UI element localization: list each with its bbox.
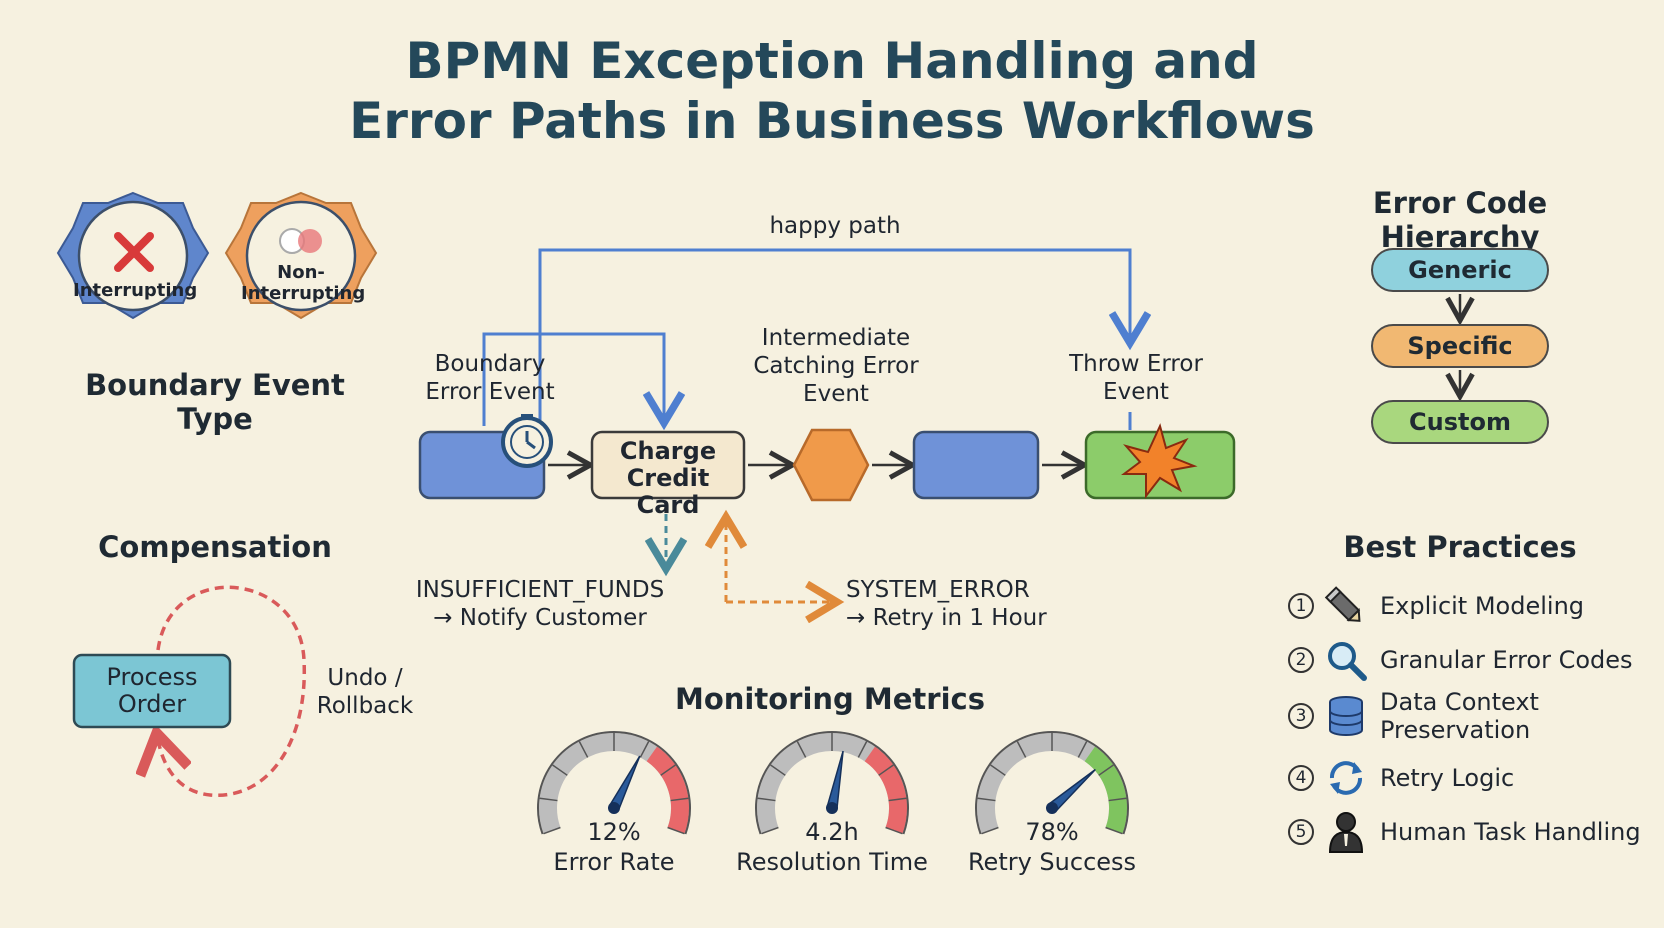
gauge-value-resolution-time: 4.2h — [805, 818, 859, 846]
gauge-tick — [981, 826, 999, 835]
gauge-tick — [990, 764, 1006, 776]
throw-error-label: Throw Error Event — [1069, 351, 1203, 405]
gauge-tick — [578, 741, 589, 758]
gauge-tick — [757, 797, 776, 802]
gauge-outline — [537, 731, 691, 835]
gauge-needle — [826, 750, 844, 810]
best-practice-item: 5 Human Task Handling — [1288, 810, 1641, 854]
step-number: 1 — [1288, 593, 1314, 619]
gauges-group — [537, 731, 1129, 835]
gauge-tick — [639, 741, 650, 758]
compensation-heading: Compensation — [98, 530, 332, 564]
boundary-flow-arrow — [482, 332, 664, 426]
hierarchy-heading: Error Code Hierarchy — [1372, 186, 1548, 254]
gauge-hub — [826, 802, 838, 814]
best-practice-item: 1 Explicit Modeling — [1288, 584, 1584, 628]
database-icon — [1329, 696, 1363, 736]
next-task — [912, 430, 1040, 500]
overlapping-circles-icon — [279, 228, 322, 254]
best-practice-text: Granular Error Codes — [1380, 646, 1633, 674]
gauge-tick — [1098, 764, 1114, 776]
best-practice-item: 2 Granular Error Codes — [1288, 638, 1633, 682]
gauge-tick — [1108, 797, 1127, 802]
non-interrupting-label: Non- Interrupting — [241, 262, 366, 304]
gauge-hub — [1046, 802, 1058, 814]
undo-rollback-label: Undo / Rollback — [316, 665, 414, 719]
compensation-loop-arrow — [158, 585, 306, 797]
charge-credit-card-task — [590, 430, 746, 500]
gauge-outline — [755, 731, 909, 835]
gauge — [537, 731, 691, 835]
gauge-label-error-rate: Error Rate — [553, 848, 675, 876]
gauge-accent — [1084, 746, 1127, 834]
gauge-accent — [864, 746, 907, 834]
hierarchy-generic: Generic — [1371, 248, 1549, 292]
gauge-tick — [885, 826, 903, 835]
gauge-tick — [543, 826, 561, 835]
person-icon — [1328, 812, 1364, 853]
retry-icon — [1330, 761, 1362, 795]
gauge-tick — [1016, 741, 1027, 758]
hierarchy-custom: Custom — [1371, 400, 1549, 444]
gauge-value-retry-success: 78% — [1025, 818, 1079, 846]
gauge-value-error-rate: 12% — [587, 818, 641, 846]
gauge-tick — [761, 826, 779, 835]
boundary-type-heading: Boundary Event Type — [85, 368, 345, 436]
gauge — [975, 731, 1129, 835]
step-number: 3 — [1288, 703, 1314, 729]
process-order-task — [72, 653, 232, 729]
gauge-label-retry-success: Retry Success — [967, 848, 1137, 876]
gauge-tick — [770, 764, 786, 776]
gauge-label-resolution-time: Resolution Time — [736, 848, 928, 876]
title-line-1: BPMN Exception Handling and — [405, 32, 1259, 90]
happy-path-label: happy path — [769, 213, 901, 239]
intermediate-catching-event — [792, 428, 870, 502]
gauge-tick — [857, 741, 868, 758]
x-mark-icon — [114, 232, 154, 272]
gauge-tick — [888, 797, 907, 802]
gauge-tick — [670, 797, 689, 802]
step-number: 5 — [1288, 819, 1314, 845]
gauge-tick — [796, 741, 807, 758]
best-practice-text: Retry Logic — [1380, 764, 1515, 792]
hierarchy-specific: Specific — [1371, 324, 1549, 368]
monitoring-heading: Monitoring Metrics — [675, 682, 985, 716]
gauge-outline — [975, 731, 1129, 835]
process-order-label: Process Order — [106, 663, 198, 718]
best-practice-item: 4 Retry Logic — [1288, 756, 1514, 800]
insufficient-funds-label: INSUFFICIENT_FUNDS → Notify Customer — [415, 577, 665, 631]
gauge-tick — [878, 764, 894, 776]
best-practice-text: Data Context Preservation — [1380, 688, 1539, 744]
system-error-label: SYSTEM_ERROR → Retry in 1 Hour — [846, 577, 1047, 631]
pencil-icon — [1324, 586, 1361, 622]
step-number: 4 — [1288, 765, 1314, 791]
boundary-error-event-label: Boundary Error Event — [425, 351, 555, 405]
timer-icon — [501, 414, 553, 468]
best-practice-text: Human Task Handling — [1380, 818, 1641, 846]
gauge-hub — [608, 802, 620, 814]
gauge — [755, 731, 909, 835]
gauge-tick — [1105, 826, 1123, 835]
title-line-2: Error Paths in Business Workflows — [349, 92, 1315, 150]
gauge-tick — [977, 797, 996, 802]
best-practices-heading: Best Practices — [1343, 530, 1577, 564]
gauge-tick — [552, 764, 568, 776]
best-practice-text: Explicit Modeling — [1380, 592, 1585, 620]
gauge-tick — [539, 797, 558, 802]
magnifier-icon — [1328, 642, 1367, 681]
gauge-accent — [646, 746, 689, 834]
intermediate-catching-label: Intermediate Catching Error Event — [753, 325, 919, 407]
gauge-tick — [660, 764, 676, 776]
step-number: 2 — [1288, 647, 1314, 673]
interrupting-label: Interrupting — [73, 280, 198, 301]
best-practice-item: 3 Data Context Preservation — [1288, 688, 1539, 744]
gauge-tick — [1077, 741, 1088, 758]
charge-credit-card-label: Charge Credit Card — [619, 437, 717, 519]
burst-icon — [1121, 423, 1198, 499]
gauge-tick — [667, 826, 685, 835]
non-interrupting-badge — [224, 191, 378, 320]
interrupting-badge — [56, 191, 210, 320]
